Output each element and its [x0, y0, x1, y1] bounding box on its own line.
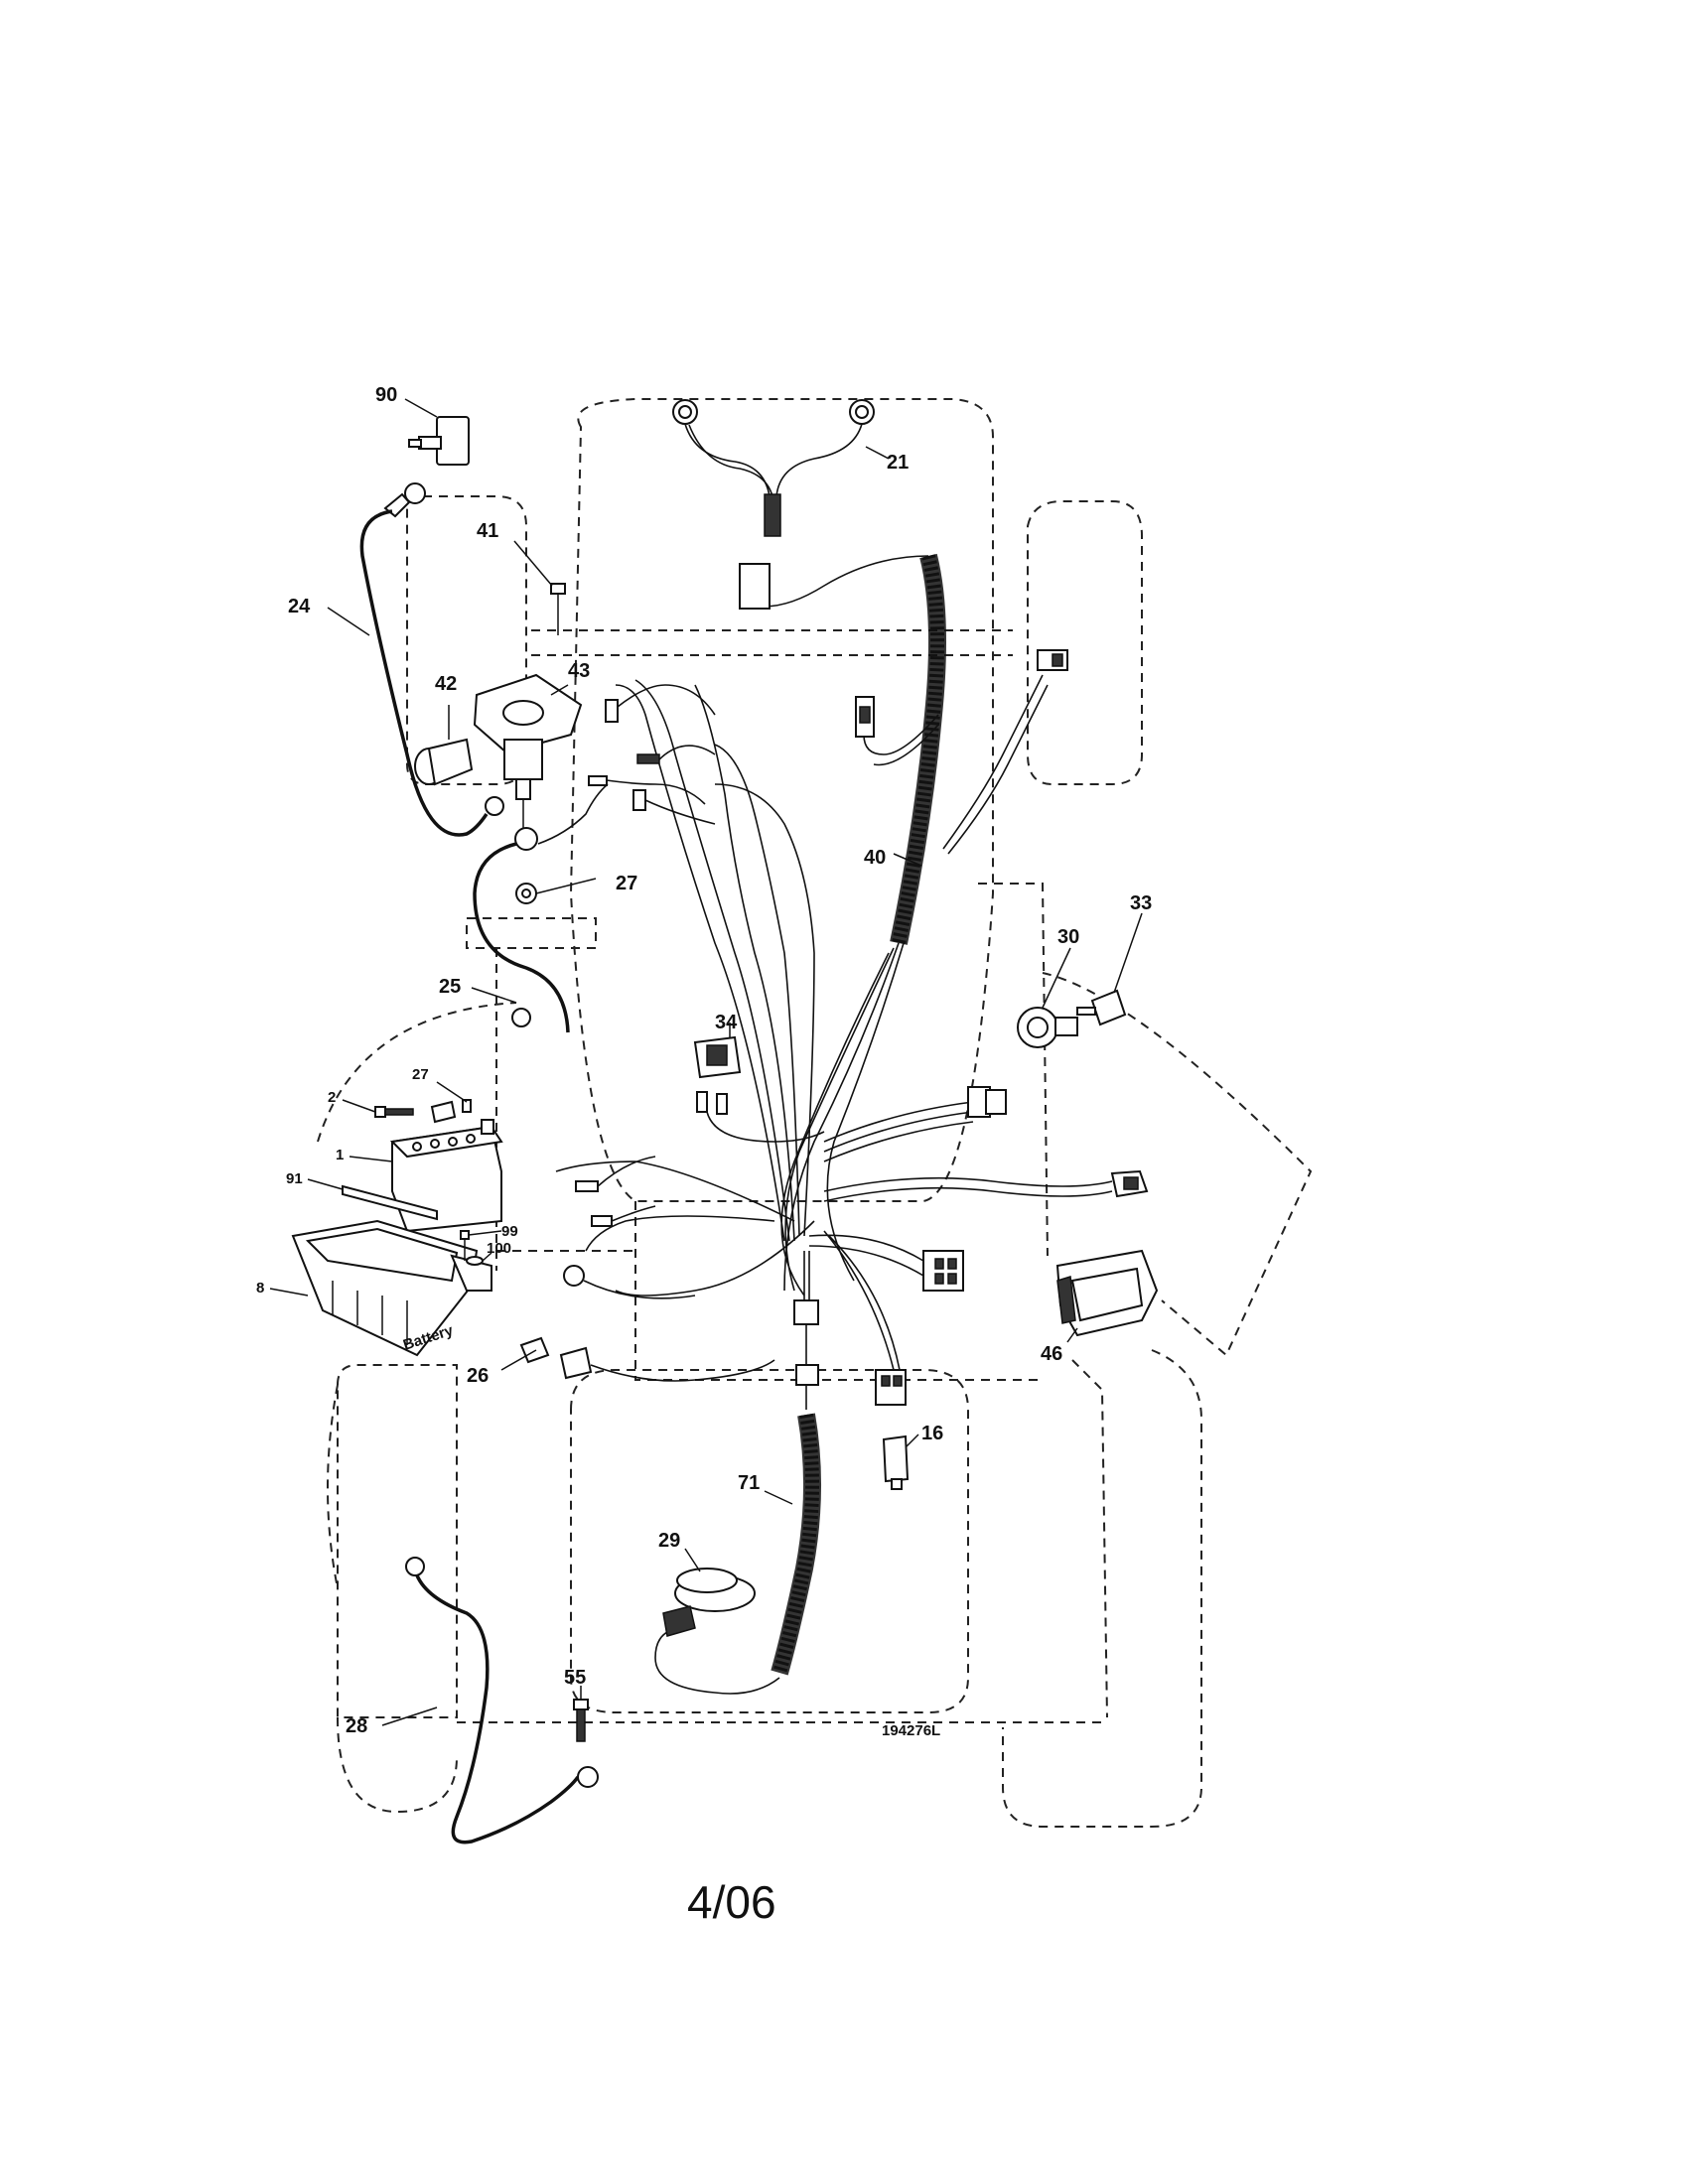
callout-27: 27 — [616, 873, 637, 894]
callout-26: 26 — [467, 1365, 489, 1387]
callout-100: 100 — [487, 1240, 511, 1257]
part-27-nut — [515, 883, 537, 904]
chassis-outline — [317, 398, 1313, 1828]
callout-41: 41 — [477, 520, 498, 542]
seat-side-connector — [855, 696, 875, 738]
part-42-boot — [414, 738, 474, 786]
callout-29: 29 — [658, 1530, 680, 1552]
part-29-seat-switch — [662, 1568, 756, 1637]
part-40-main-harness — [555, 553, 1113, 1371]
callout-99: 99 — [501, 1223, 518, 1240]
callout-24: 24 — [288, 596, 311, 617]
callout-30: 30 — [1057, 926, 1079, 948]
front-right-connector — [1037, 649, 1068, 671]
ground-ring-terminal — [563, 1265, 696, 1299]
drawing-number: 194276L — [882, 1722, 940, 1739]
callout-1: 1 — [336, 1147, 344, 1163]
callout-2: 2 — [328, 1089, 336, 1106]
callout-90: 90 — [375, 384, 397, 406]
callout-91: 91 — [286, 1170, 303, 1187]
part-24-battery-cable — [359, 482, 504, 837]
part-30-ignition-switch — [967, 1007, 1078, 1118]
callout-42: 42 — [435, 673, 457, 695]
callout-8: 8 — [256, 1280, 264, 1297]
callout-40: 40 — [864, 847, 886, 869]
callout-34: 34 — [715, 1012, 738, 1033]
callout-71: 71 — [738, 1472, 760, 1494]
callout-16: 16 — [921, 1423, 943, 1444]
harness-multi-connector — [922, 1250, 964, 1292]
callout-46: 46 — [1041, 1343, 1062, 1365]
part-91-hold-down-strap — [342, 1184, 438, 1221]
callout-33: 33 — [1130, 892, 1152, 914]
part-27-terminal-nut — [430, 1099, 472, 1124]
ring-terminals — [537, 684, 716, 845]
part-1-battery — [389, 1119, 503, 1233]
callout-21: 21 — [887, 452, 909, 474]
callout-25: 25 — [439, 976, 461, 998]
part-8-battery-tray — [291, 1219, 492, 1357]
part-71-coiled-harness — [654, 1299, 822, 1695]
callout-27-terminal: 27 — [412, 1066, 429, 1083]
left-terminals — [575, 1156, 656, 1227]
part-16-connector — [875, 1369, 910, 1490]
part-25-cable — [473, 827, 570, 1033]
part-2-bolt — [374, 1106, 414, 1118]
callout-55: 55 — [564, 1667, 586, 1689]
part-26-fuse — [519, 1336, 775, 1382]
part-41-screw — [550, 583, 566, 635]
callout-labels: 90 21 41 24 42 43 27 40 33 30 25 34 2 27… — [256, 384, 1152, 1737]
part-34-switch — [693, 1035, 825, 1143]
callout-43: 43 — [568, 660, 590, 682]
part-46-switch-housing — [1055, 1249, 1159, 1337]
part-43-solenoid — [473, 673, 583, 849]
part-55-bolt — [573, 1699, 589, 1742]
revision-date: 4/06 — [687, 1876, 776, 1928]
part-100-washer — [466, 1256, 484, 1266]
part-90-plug — [408, 416, 470, 466]
callout-28: 28 — [346, 1715, 367, 1737]
right-plug — [1110, 1169, 1149, 1198]
part-33-key — [1076, 989, 1127, 1026]
part-28-ground-cable — [405, 1557, 599, 1844]
part-21-headlight-harness — [672, 399, 875, 537]
